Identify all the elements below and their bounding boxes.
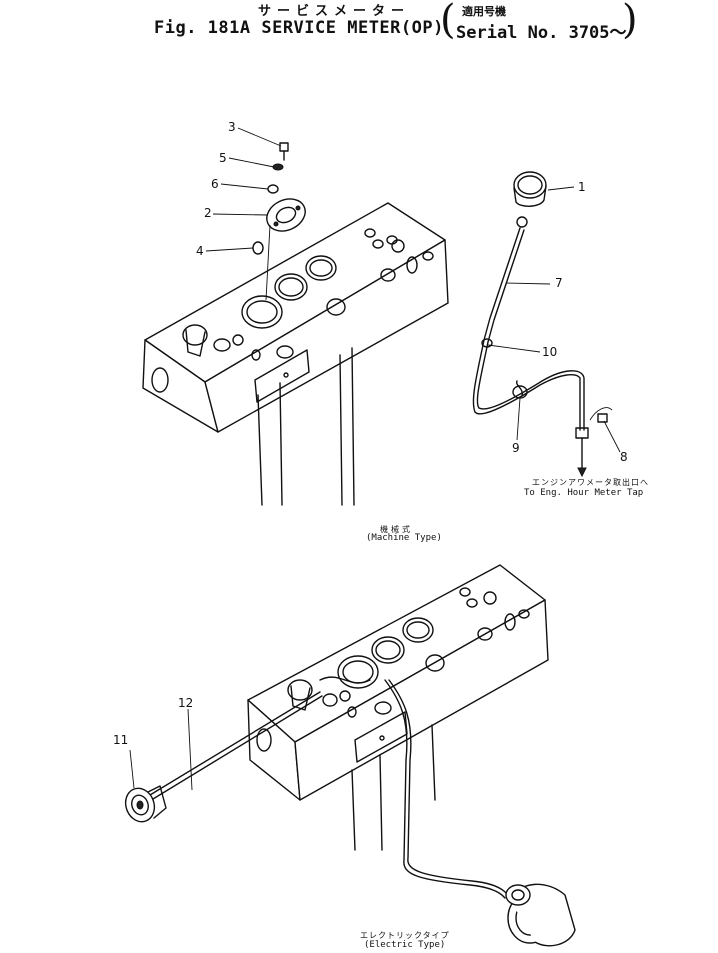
callout-1: 1 xyxy=(578,180,586,194)
machine-caption-japanese: 機械式 xyxy=(380,525,413,534)
callout-6: 6 xyxy=(211,177,219,191)
electric-caption-japanese: エレクトリックタイプ xyxy=(360,931,450,940)
service-meter-cable xyxy=(472,171,613,478)
instrument-panel-lower xyxy=(247,564,549,851)
exploded-fasteners xyxy=(252,142,306,301)
serial-label-japanese: 適用号機 xyxy=(462,5,506,18)
callout-8: 8 xyxy=(620,450,628,464)
callout-9: 9 xyxy=(512,441,520,455)
title-japanese: サービスメーター xyxy=(258,4,411,19)
tap-caption: To Eng. Hour Meter Tap xyxy=(524,488,644,498)
callout-12: 12 xyxy=(178,696,194,710)
serial-number: Serial No. 3705～ xyxy=(456,23,627,43)
close-paren: ) xyxy=(622,0,638,43)
electric-caption: (Electric Type) xyxy=(364,940,446,950)
tap-caption-japanese: エンジンアワメータ取出口へ xyxy=(532,478,649,487)
callout-10: 10 xyxy=(542,345,558,359)
electric-meter-and-wiring xyxy=(124,679,576,947)
callout-7: 7 xyxy=(555,276,563,290)
leader-lines xyxy=(129,127,621,791)
callout-2: 2 xyxy=(204,206,212,220)
callout-5: 5 xyxy=(219,151,227,165)
open-paren: ( xyxy=(440,0,456,43)
instrument-panel-upper xyxy=(142,202,449,506)
callout-11: 11 xyxy=(113,733,129,747)
figure-title: Fig. 181A SERVICE METER(OP) xyxy=(154,18,444,38)
callout-4: 4 xyxy=(196,244,204,258)
callout-3: 3 xyxy=(228,120,236,134)
machine-caption: (Machine Type) xyxy=(366,533,442,543)
